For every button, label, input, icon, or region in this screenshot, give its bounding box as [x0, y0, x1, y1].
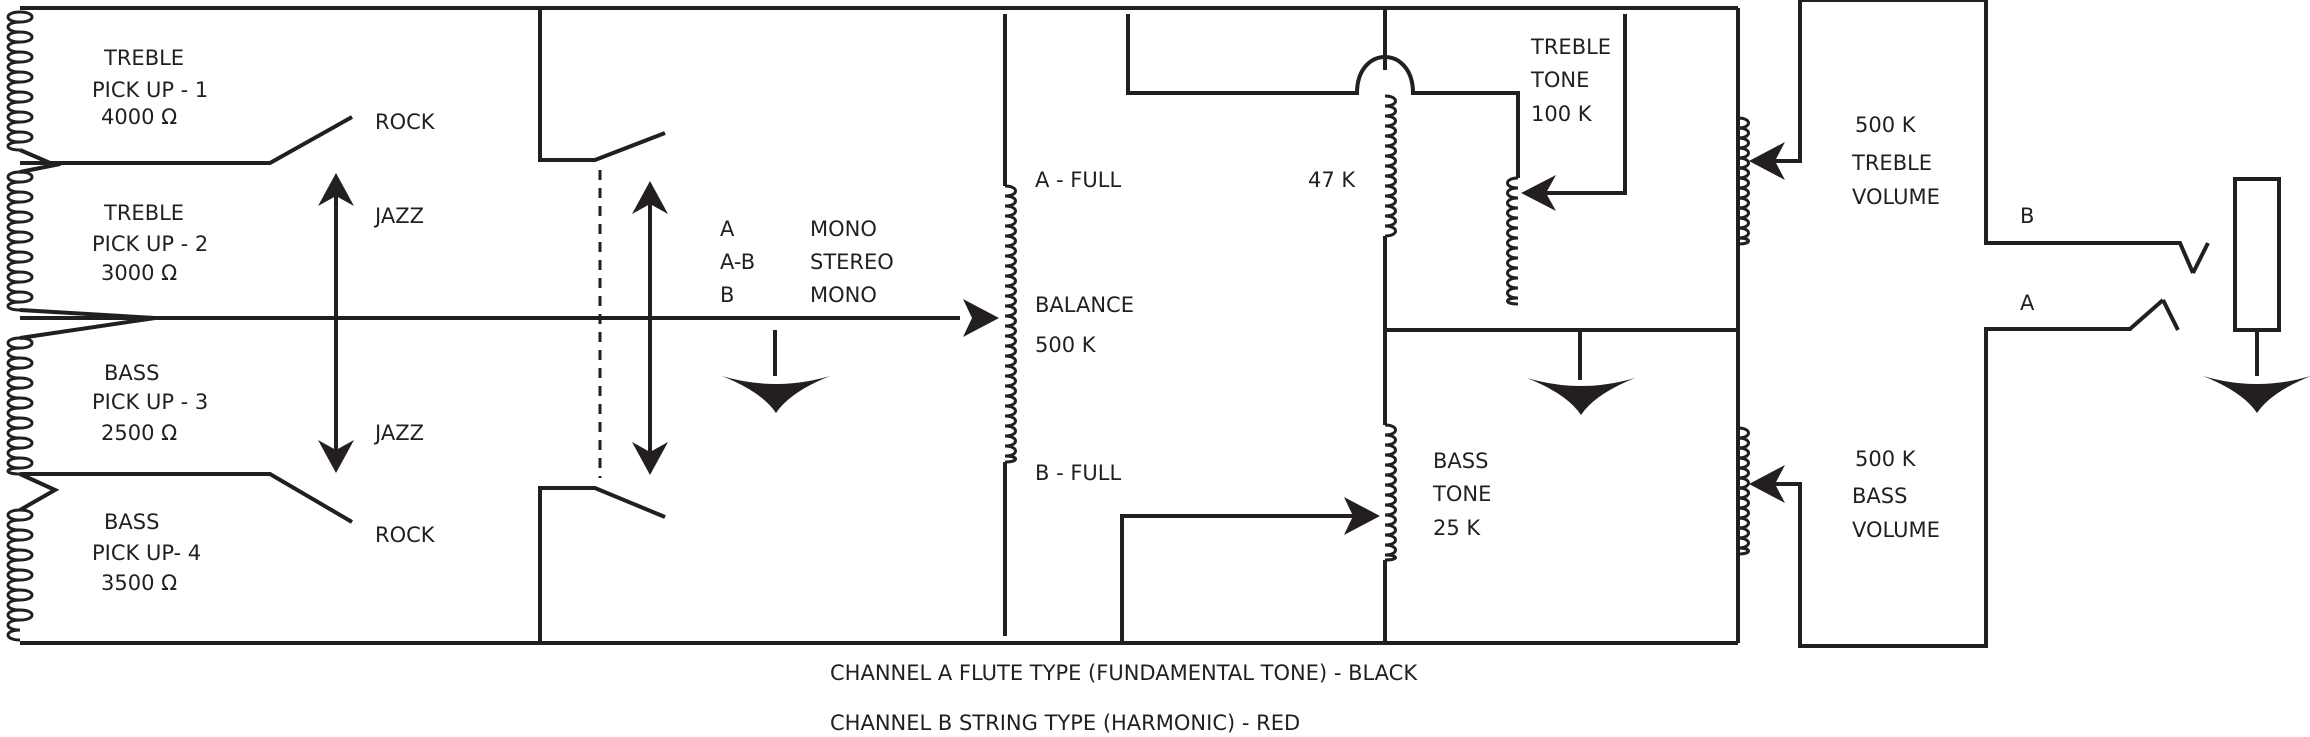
pickup-4-name: BASS: [104, 510, 159, 534]
balance-pot-coil: [1004, 184, 1017, 464]
balance-b-full: B - FULL: [1035, 461, 1121, 485]
legend-channel-b: CHANNEL B STRING TYPE (HARMONIC) - RED: [830, 711, 1300, 735]
pickup-3-label-text: PICK UP - 3: [92, 390, 208, 414]
mode-key-b: B: [720, 283, 734, 307]
balance-name: BALANCE: [1035, 293, 1134, 317]
bass-tone-wiper-arrow: [1344, 497, 1380, 535]
ground-icon: [722, 376, 830, 413]
treble-tone-wiper-arrow: [1521, 175, 1556, 211]
bass-volume-value: 500 K: [1855, 447, 1917, 471]
pickup-1-name: TREBLE: [103, 46, 184, 70]
output-b-label: B: [2020, 204, 2034, 228]
treble-volume-wiper-arrow: [1749, 142, 1785, 180]
bass-volume-line1: BASS: [1852, 484, 1907, 508]
pickup-1-label: TREBLE PICK UP - 1 4000 Ω: [92, 46, 208, 129]
pickup-4-label: BASS PICK UP- 4 3500 Ω: [92, 510, 201, 595]
mode-table: A MONO A-B STEREO B MONO: [720, 217, 894, 307]
bass-tone-pot-coil: [1384, 423, 1397, 562]
mode-value-ab: STEREO: [810, 250, 894, 274]
pickup-coil-1: [6, 10, 34, 152]
switch-label-rock-top: ROCK: [375, 110, 436, 134]
pickup-2-label: TREBLE PICK UP - 2 3000 Ω: [92, 201, 208, 285]
pickup-1-label-text: PICK UP - 1: [92, 78, 208, 102]
pickup-3-name: BASS: [104, 361, 159, 385]
pickup-coil-2: [6, 170, 34, 312]
treble-tone-line2: TONE: [1530, 68, 1589, 92]
treble-volume-line1: TREBLE: [1851, 151, 1932, 175]
mode-key-ab: A-B: [720, 250, 755, 274]
bass-volume-pot-coil: [1737, 426, 1750, 556]
ground-icon: [2203, 376, 2310, 413]
pickup-2-name: TREBLE: [103, 201, 184, 225]
output-a-label: A: [2020, 291, 2035, 315]
pickup-1-value: 4000 Ω: [101, 105, 177, 129]
mode-value-b: MONO: [810, 283, 877, 307]
stereo-switch-arrow: [632, 181, 668, 475]
treble-tone-pot-coil: [1506, 176, 1519, 306]
bass-volume-wiper-arrow: [1749, 465, 1785, 503]
pickup-coil-3: [6, 336, 34, 476]
balance-a-full: A - FULL: [1035, 168, 1121, 192]
treble-tone-line1: TREBLE: [1530, 35, 1611, 59]
switch-label-rock-bottom: ROCK: [375, 523, 436, 547]
bass-tone-line2: TONE: [1432, 482, 1491, 506]
switch-label-jazz-bottom: JAZZ: [373, 421, 424, 445]
pickup-3-value: 2500 Ω: [101, 421, 177, 445]
pickup-coil-4: [6, 508, 34, 642]
mode-value-a: MONO: [810, 217, 877, 241]
treble-volume-pot-coil: [1737, 116, 1750, 246]
pickup-4-value: 3500 Ω: [101, 571, 177, 595]
main-wiring: [19, 0, 2259, 648]
treble-volume-line2: VOLUME: [1852, 185, 1940, 209]
pickup-2-value: 3000 Ω: [101, 261, 177, 285]
switch-label-jazz-top: JAZZ: [373, 204, 424, 228]
ground-icon: [1527, 378, 1635, 415]
bass-tone-line1: BASS: [1433, 449, 1488, 473]
resistor-47k-label: 47 K: [1308, 168, 1356, 192]
treble-tone-value: 100 K: [1531, 102, 1593, 126]
bass-volume-line2: VOLUME: [1852, 518, 1940, 542]
mode-key-a: A: [720, 217, 735, 241]
output-jack: [2233, 177, 2281, 332]
balance-value: 500 K: [1035, 333, 1097, 357]
treble-volume-value: 500 K: [1855, 113, 1917, 137]
pickup-switch-arrow: [318, 173, 354, 473]
legend-channel-a: CHANNEL A FLUTE TYPE (FUNDAMENTAL TONE) …: [830, 661, 1418, 685]
pickup-2-label-text: PICK UP - 2: [92, 232, 208, 256]
resistor-47k-coil: [1384, 94, 1397, 238]
bass-tone-value: 25 K: [1433, 516, 1481, 540]
pickup-4-label-text: PICK UP- 4: [92, 541, 201, 565]
pickup-3-label: BASS PICK UP - 3 2500 Ω: [92, 361, 208, 445]
balance-wiper-arrow: [963, 299, 999, 337]
